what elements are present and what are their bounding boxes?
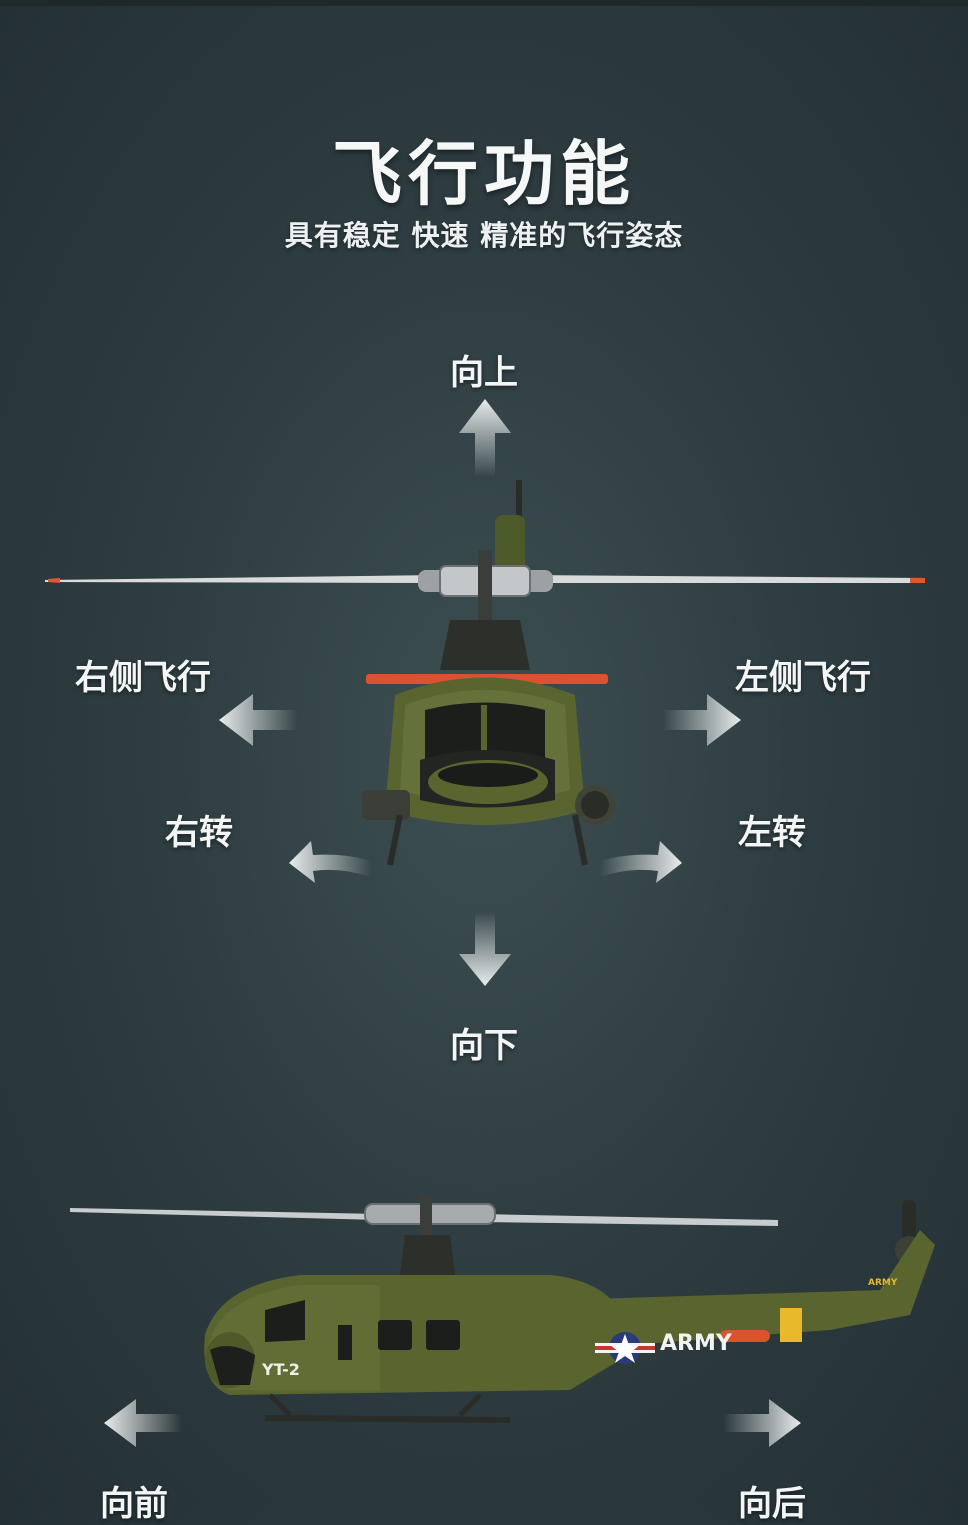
rotate-right-arrow-icon [289, 841, 371, 883]
label-down: 向下 [450, 1026, 518, 1066]
arrow-right-icon [663, 694, 741, 746]
body-marking: ARMY [660, 1331, 733, 1356]
arrow-forward-icon [104, 1399, 182, 1447]
label-turn-right: 右转 [165, 813, 233, 853]
label-turn-left: 左转 [738, 813, 806, 853]
arrow-down-icon [459, 912, 511, 986]
nose-marking: YT-2 [261, 1360, 300, 1379]
tail-marking: ARMY [868, 1278, 898, 1288]
arrow-backward-icon [723, 1399, 801, 1447]
page-title: 飞行功能 [332, 133, 636, 215]
label-left-side-flight: 左侧飞行 [735, 658, 871, 698]
rotate-left-arrow-icon [600, 841, 682, 883]
label-forward: 向前 [100, 1484, 168, 1524]
arrow-left-icon [219, 694, 297, 746]
arrow-up-icon [459, 399, 511, 477]
page-subtitle: 具有稳定 快速 精准的飞行姿态 [284, 219, 684, 252]
helicopter-front-view-image [45, 480, 925, 866]
top-edge-bar [0, 0, 968, 6]
label-right-side-flight: 右侧飞行 [75, 658, 211, 698]
label-up: 向上 [450, 353, 518, 393]
label-backward: 向后 [738, 1484, 806, 1524]
helicopter-side-view-image: YT-2 ARMY ARMY [70, 1195, 935, 1423]
